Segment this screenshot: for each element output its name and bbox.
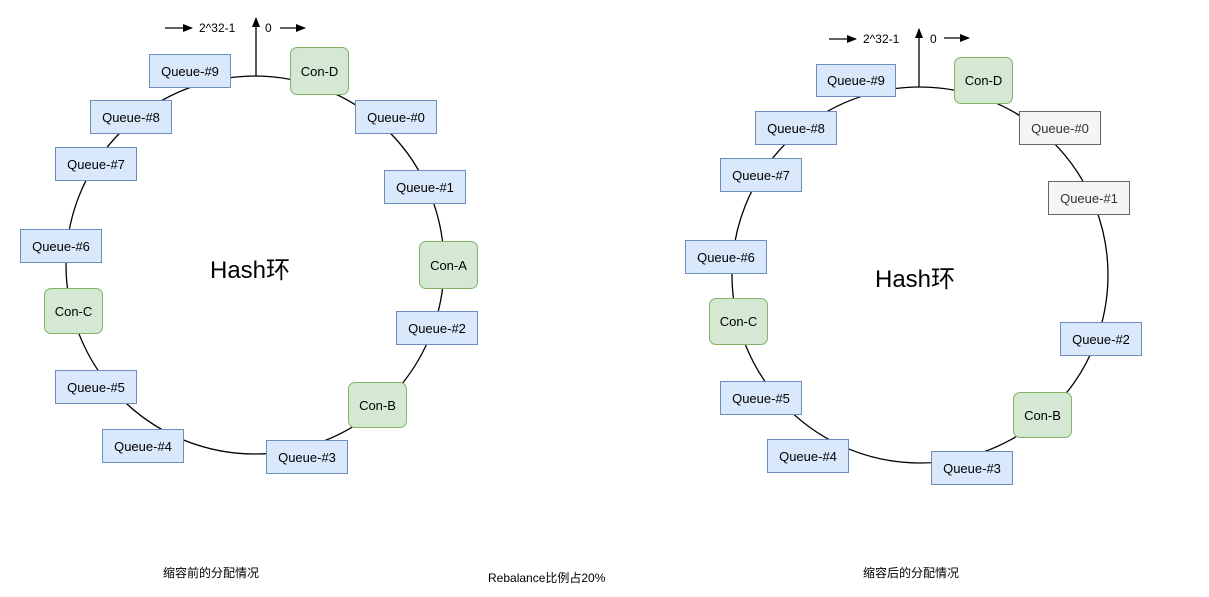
left-queue-7: Queue-#7 [55, 147, 137, 181]
right-queue-9: Queue-#9 [816, 64, 896, 97]
left-queue-2: Queue-#2 [396, 311, 478, 345]
right-ring-title: Hash环 [875, 266, 956, 293]
right-queue-3: Queue-#3 [931, 451, 1013, 485]
right-consumer-b: Con-B [1013, 392, 1072, 438]
left-ring-title: Hash环 [210, 257, 291, 284]
left-queue-1: Queue-#1 [384, 170, 466, 204]
right-consumer-d: Con-D [954, 57, 1013, 104]
right-queue-2: Queue-#2 [1060, 322, 1142, 356]
left-queue-9: Queue-#9 [149, 54, 231, 88]
left-zero-label: 0 [265, 21, 272, 35]
left-queue-0: Queue-#0 [355, 100, 437, 134]
right-max-label: 2^32-1 [863, 32, 900, 46]
left-queue-4: Queue-#4 [102, 429, 184, 463]
right-queue-1-reassigned: Queue-#1 [1048, 181, 1130, 215]
right-queue-0-reassigned: Queue-#0 [1019, 111, 1101, 145]
left-consumer-a: Con-A [419, 241, 478, 289]
left-queue-3: Queue-#3 [266, 440, 348, 474]
right-queue-8: Queue-#8 [755, 111, 837, 145]
left-queue-8: Queue-#8 [90, 100, 172, 134]
right-zero-label: 0 [930, 32, 937, 46]
right-queue-6: Queue-#6 [685, 240, 767, 274]
left-max-label: 2^32-1 [199, 21, 236, 35]
left-consumer-d: Con-D [290, 47, 349, 95]
right-queue-7: Queue-#7 [720, 158, 802, 192]
left-consumer-b: Con-B [348, 382, 407, 428]
right-queue-4: Queue-#4 [767, 439, 849, 473]
right-queue-5: Queue-#5 [720, 381, 802, 415]
right-consumer-c: Con-C [709, 298, 768, 345]
left-consumer-c: Con-C [44, 288, 103, 334]
right-caption: 缩容后的分配情况 [863, 566, 960, 580]
rebalance-ratio-caption: Rebalance比例占20% [488, 571, 606, 585]
right-hash-ring [731, 86, 1109, 464]
left-caption: 缩容前的分配情况 [163, 566, 260, 580]
left-queue-5: Queue-#5 [55, 370, 137, 404]
left-queue-6: Queue-#6 [20, 229, 102, 263]
